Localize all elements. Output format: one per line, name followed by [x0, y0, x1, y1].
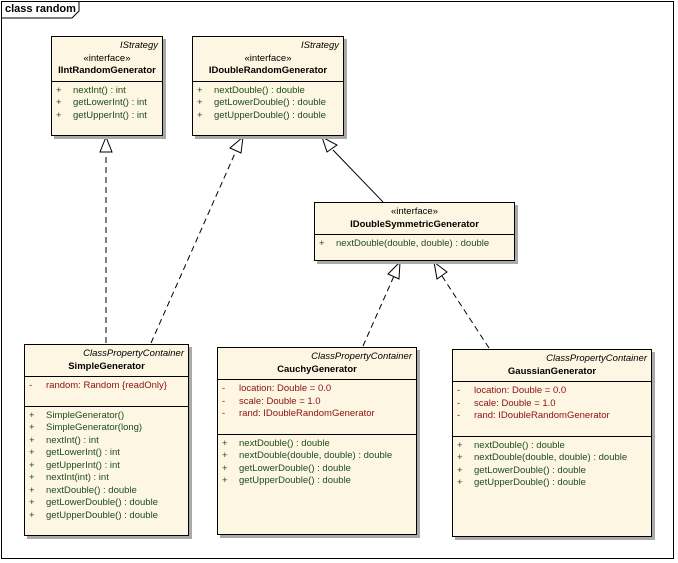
operation-row: +getLowerDouble() : double: [197, 97, 326, 108]
attribute-row: -location: Double = 0.0: [222, 383, 332, 394]
operation-row: +nextDouble(double, double) : double: [319, 238, 490, 249]
class-name: IDoubleRandomGenerator: [208, 65, 328, 76]
attribute-row: -rand: IDoubleRandomGenerator: [222, 408, 375, 419]
operation-row: +nextDouble() : double: [457, 439, 565, 451]
operation-row: +SimpleGenerator(long): [29, 422, 143, 433]
operation-row: +getLowerInt() : int: [29, 447, 120, 458]
operation-row: +getUpperInt() : int: [56, 109, 147, 121]
frame-label: class random: [5, 3, 76, 15]
operation-row: +nextInt() : int: [29, 434, 99, 446]
arrowhead-idouble-symmetric: [321, 135, 338, 153]
operation-row: +getUpperDouble() : double: [222, 475, 351, 486]
class-stereotype: «interface»: [390, 206, 438, 217]
arrowhead-iint: [99, 135, 113, 153]
operation-row: +nextDouble() : double: [197, 84, 305, 96]
class-idoublesymmetricgenerator[interactable]: «interface» IDoubleSymmetricGenerator +n…: [314, 202, 515, 261]
attribute-row: -scale: Double = 1.0: [222, 395, 321, 407]
operation-row: +nextDouble() : double: [29, 484, 137, 496]
generalization-symmetric-to-idouble: [332, 149, 384, 203]
operation-row: +nextDouble(double, double) : double: [457, 452, 628, 463]
attribute-row: -scale: Double = 1.0: [457, 397, 556, 409]
class-cauchygenerator[interactable]: ClassPropertyContainer CauchyGenerator -…: [217, 347, 417, 535]
attribute-row: -location: Double = 0.0: [457, 385, 567, 396]
arrowhead-symmetric-cauchy: [387, 260, 401, 280]
class-name: SimpleGenerator: [68, 360, 145, 372]
operation-row: +nextDouble() : double: [222, 437, 330, 449]
class-top-tag: ClassPropertyContainer: [546, 353, 647, 364]
operation-row: +getUpperDouble() : double: [457, 477, 586, 488]
operation-row: +getUpperInt() : int: [29, 459, 120, 471]
class-top-tag: ClassPropertyContainer: [311, 351, 412, 362]
operation-row: +getUpperDouble() : double: [29, 509, 158, 521]
operation-row: +getUpperDouble() : double: [197, 109, 326, 121]
class-stereotype: «interface»: [244, 52, 292, 64]
operation-row: +nextDouble(double, double) : double: [222, 450, 393, 461]
operation-row: +nextInt() : int: [56, 84, 126, 96]
operation-row: +nextInt(int) : int: [29, 472, 109, 483]
class-gaussiangenerator[interactable]: ClassPropertyContainer GaussianGenerator…: [452, 349, 652, 537]
arrowhead-symmetric-gaussian: [433, 260, 448, 280]
attribute-row: -rand: IDoubleRandomGenerator: [457, 410, 610, 421]
realization-cauchy-to-symmetric: [362, 275, 395, 347]
class-simplegenerator[interactable]: ClassPropertyContainer SimpleGenerator -…: [24, 344, 189, 536]
attribute-row: -random: Random {readOnly}: [29, 380, 167, 391]
class-stereotype: «interface»: [83, 52, 131, 64]
class-top-tag: IStrategy: [300, 40, 339, 51]
class-name: CauchyGenerator: [277, 363, 357, 375]
frame-tab-outline: [1, 1, 80, 19]
operation-row: +getLowerDouble() : double: [457, 464, 586, 476]
class-top-tag: ClassPropertyContainer: [83, 348, 184, 359]
class-name: GaussianGenerator: [507, 365, 597, 377]
class-name: IDoubleSymmetricGenerator: [350, 218, 479, 230]
arrowhead-idouble-simple: [229, 135, 244, 154]
class-iintrandomgenerator[interactable]: IStrategy «interface» IIntRandomGenerato…: [51, 36, 163, 136]
operation-row: +getLowerDouble() : double: [29, 497, 158, 508]
operation-row: +SimpleGenerator(): [29, 409, 125, 421]
class-name: IIntRandomGenerator: [58, 65, 156, 76]
realization-simple-to-idouble: [150, 150, 237, 344]
class-idoublerandomgenerator[interactable]: IStrategy «interface» IDoubleRandomGener…: [192, 36, 344, 136]
realization-gaussian-to-symmetric: [441, 275, 490, 349]
operation-row: +getLowerInt() : int: [56, 97, 147, 108]
operation-row: +getLowerDouble() : double: [222, 462, 351, 474]
class-top-tag: IStrategy: [119, 40, 158, 51]
